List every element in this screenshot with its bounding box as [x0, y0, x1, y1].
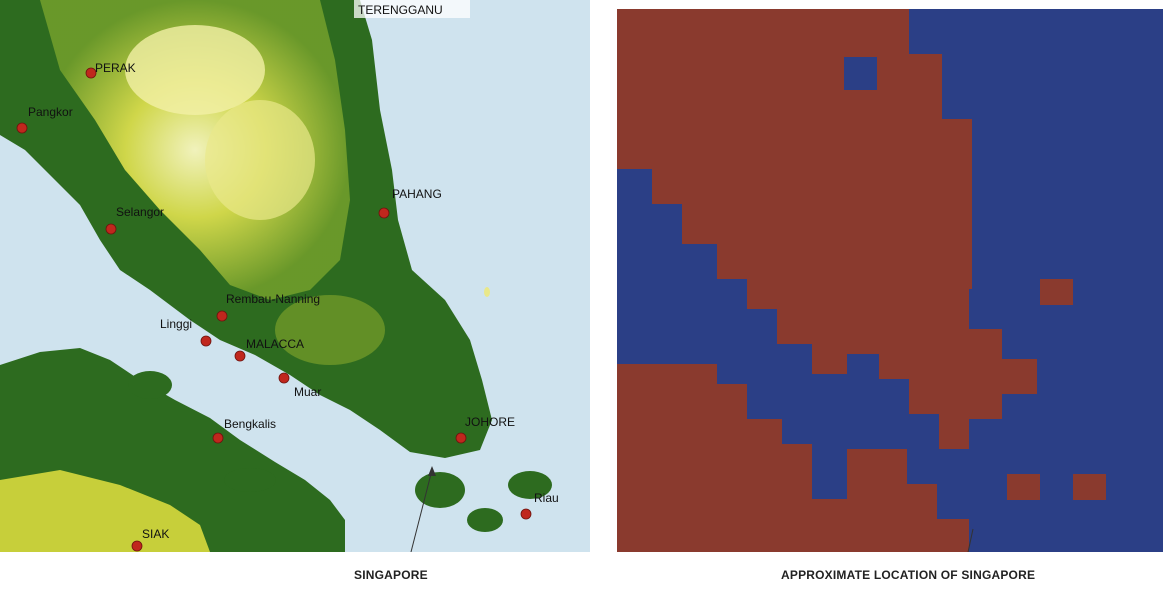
caption-singapore: SINGAPORE [354, 568, 428, 582]
highland-patch [125, 25, 265, 115]
land-cell [847, 449, 882, 484]
grid-land-cells [847, 279, 1106, 500]
island [484, 287, 490, 297]
grid-water-cells [617, 9, 1163, 552]
label-pangkor: Pangkor [28, 105, 73, 119]
highland-region [40, 0, 350, 300]
marker-pangkor[interactable] [16, 122, 28, 134]
label-malacca: MALACCA [246, 337, 304, 351]
label-selangor: Selangor [116, 205, 164, 219]
marker-bengkalis[interactable] [212, 432, 224, 444]
label-perak: PERAK [95, 61, 136, 75]
label-johore: JOHORE [465, 415, 515, 429]
label-riau: Riau [534, 491, 559, 505]
land-cell [1073, 474, 1106, 500]
label-terengganu: TERENGGANU [358, 3, 443, 17]
marker-malacca[interactable] [234, 350, 246, 362]
singapore-location-pointer [967, 528, 974, 552]
marker-siak[interactable] [131, 540, 143, 552]
land-cell [1040, 279, 1073, 305]
place-markers [16, 67, 532, 552]
water-region-northeast [907, 9, 1163, 552]
caption-approximate-location: APPROXIMATE LOCATION OF SINGAPORE [781, 568, 1036, 582]
marker-linggi[interactable] [200, 335, 212, 347]
approximation-grid [617, 9, 1163, 552]
terrain-map: TERENGGANU PERAK Pangkor PAHANG Selangor… [0, 0, 590, 552]
island [415, 472, 465, 508]
singapore-pointer [410, 469, 433, 552]
marker-muar[interactable] [278, 372, 290, 384]
label-linggi: Linggi [160, 317, 192, 331]
marker-riau[interactable] [520, 508, 532, 520]
label-siak: SIAK [142, 527, 169, 541]
land-cell [1007, 474, 1040, 500]
label-muar: Muar [294, 385, 321, 399]
label-pahang: PAHANG [392, 187, 442, 201]
marker-johore[interactable] [455, 432, 467, 444]
water-region-west [617, 169, 939, 499]
singapore-pointer-arrowhead [428, 466, 436, 476]
highland-patch [205, 100, 315, 220]
sumatra-lowland [0, 470, 210, 552]
highland-patch [275, 295, 385, 365]
island [508, 471, 552, 499]
marker-perak[interactable] [85, 67, 97, 79]
approximation-grid-svg [617, 9, 1163, 552]
island [224, 468, 276, 492]
marker-pahang[interactable] [378, 207, 390, 219]
label-rembau: Rembau-Nanning [226, 292, 320, 306]
terrain-map-svg: TERENGGANU PERAK Pangkor PAHANG Selangor… [0, 0, 590, 552]
water-cell [844, 57, 877, 90]
island [128, 371, 172, 399]
island [467, 508, 503, 532]
marker-rembau[interactable] [216, 310, 228, 322]
label-bengkalis: Bengkalis [224, 417, 276, 431]
marker-selangor[interactable] [105, 223, 117, 235]
